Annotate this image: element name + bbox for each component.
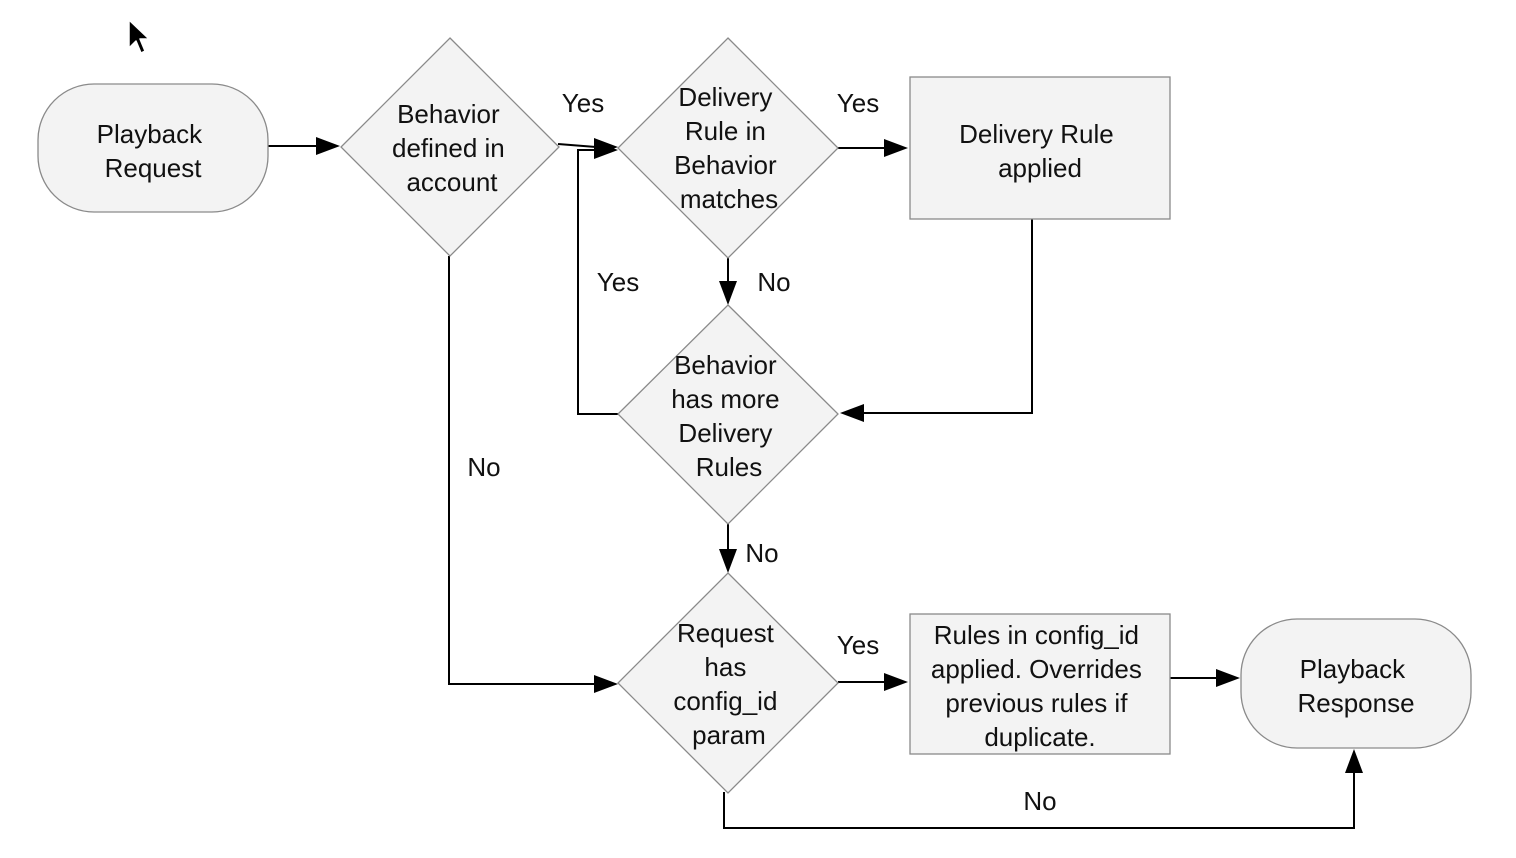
edge-match-yes: [838, 139, 908, 157]
node-playback-response-label: Playback Response: [1297, 654, 1414, 718]
edge-behavior-no: [448, 256, 618, 693]
node-rule-matches-label: Delivery Rule in Behavior matches: [674, 82, 784, 214]
edge-config-no: [723, 749, 1363, 829]
edge-request-to-behavior: [268, 137, 340, 155]
edge-label-behavior-yes: Yes: [562, 88, 604, 118]
edge-label-config-no: No: [1023, 786, 1056, 816]
edge-label-behavior-no: No: [467, 452, 500, 482]
mouse-pointer-icon: [128, 19, 150, 54]
node-rule-applied-label: Delivery Rule applied: [959, 119, 1121, 183]
edge-applied-to-more: [840, 219, 1033, 422]
edge-label-more-yes: Yes: [597, 267, 639, 297]
edge-match-no: [719, 256, 737, 305]
node-config-rules-applied: Rules in config_id applied. Overrides pr…: [909, 613, 1171, 755]
node-more-rules-label: Behavior has more Delivery Rules: [671, 350, 787, 482]
edge-config-to-response: [1170, 669, 1240, 687]
node-playback-response: Playback Response: [1240, 618, 1472, 749]
edge-more-yes: [577, 141, 620, 415]
node-behavior-defined: Behavior defined in account: [340, 37, 560, 257]
node-playback-request-label: Playback Request: [97, 119, 210, 183]
node-rule-matches: Delivery Rule in Behavior matches: [617, 37, 839, 259]
edge-label-match-yes: Yes: [837, 88, 879, 118]
node-has-config-id: Request has config_id param: [617, 572, 839, 794]
edge-label-config-yes: Yes: [837, 630, 879, 660]
node-rule-applied: Delivery Rule applied: [909, 76, 1171, 220]
node-has-config-id-label: Request has config_id param: [673, 618, 784, 750]
edge-more-no: [719, 523, 737, 573]
edge-config-yes: [838, 673, 908, 691]
node-more-rules: Behavior has more Delivery Rules: [617, 304, 839, 525]
node-config-rules-applied-label: Rules in config_id applied. Overrides pr…: [931, 620, 1149, 752]
edge-label-match-no: No: [757, 267, 790, 297]
node-behavior-defined-label: Behavior defined in account: [392, 99, 512, 197]
edge-label-more-no: No: [745, 538, 778, 568]
node-playback-request: Playback Request: [37, 83, 269, 213]
